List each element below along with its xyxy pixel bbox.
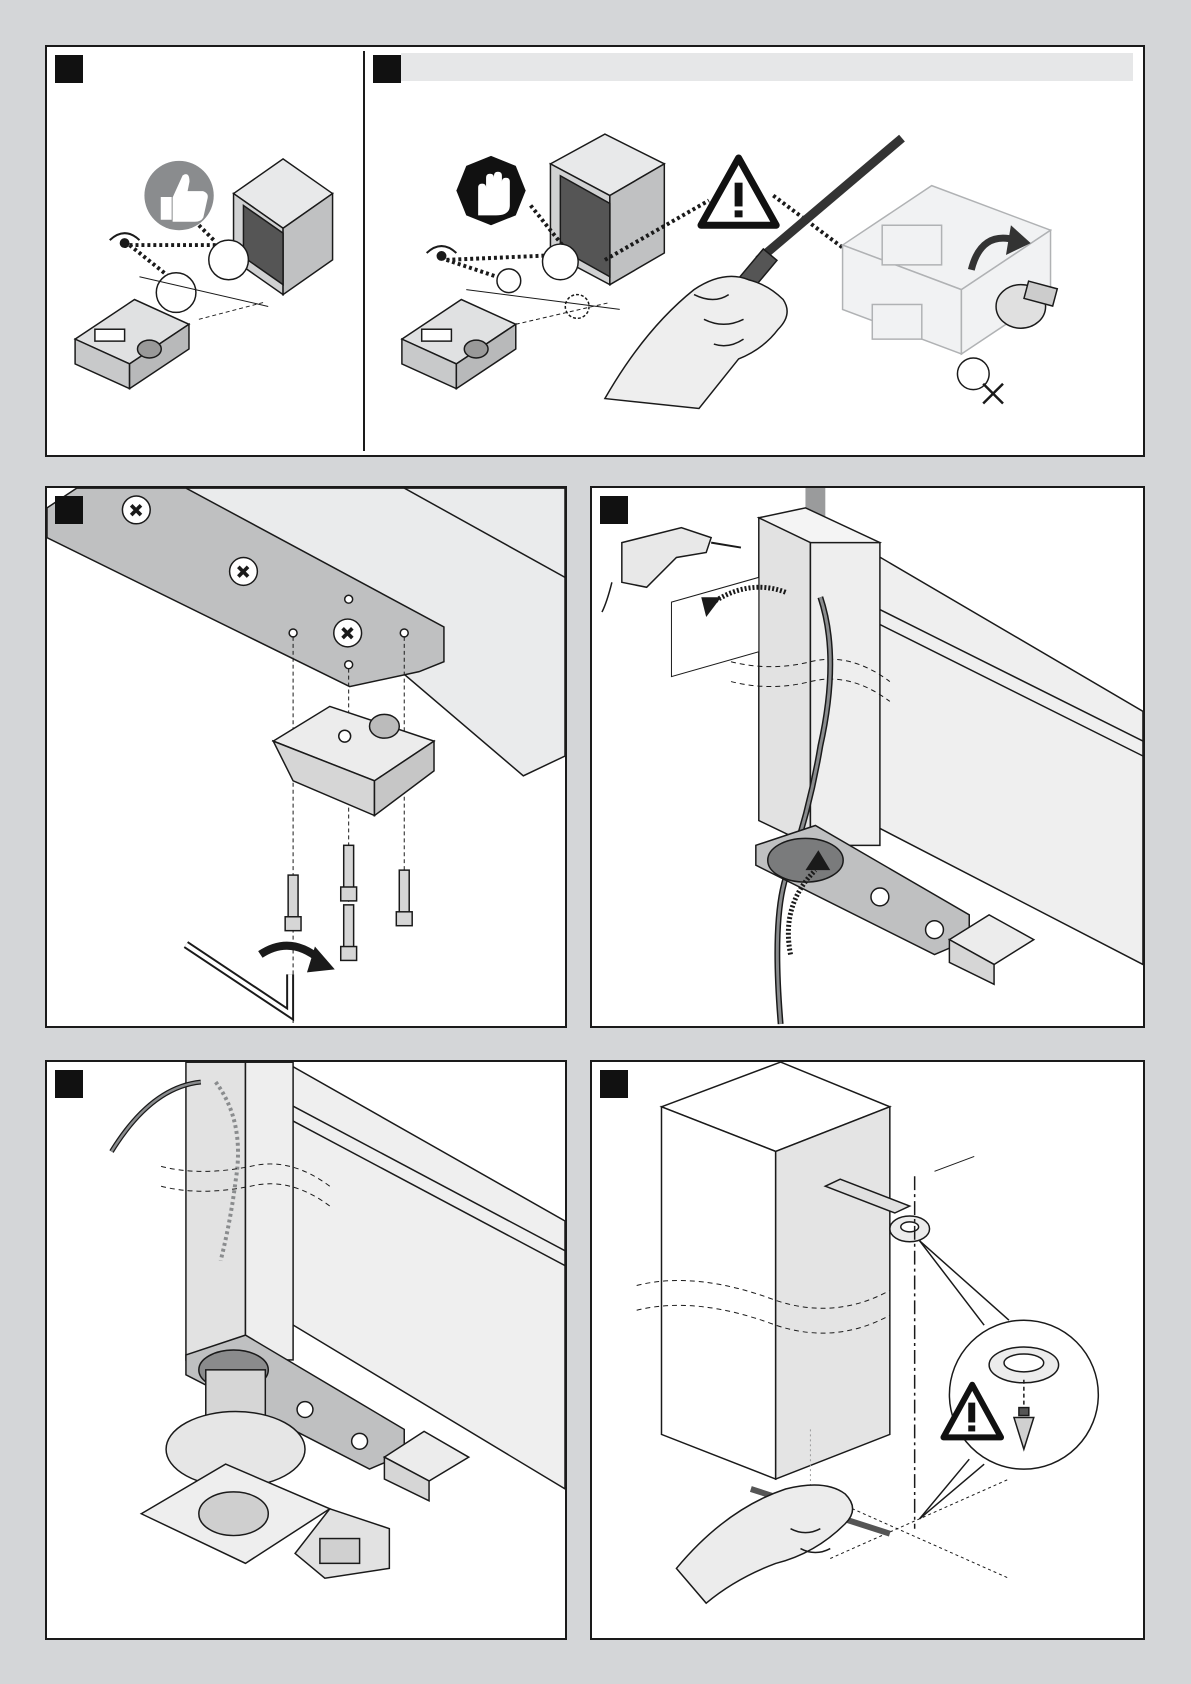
gearmotor-unit (402, 300, 516, 389)
svg-text:✕: ✕ (129, 503, 142, 520)
bolt (285, 845, 412, 960)
svg-text:✕: ✕ (237, 564, 250, 581)
step-marker-4 (55, 1070, 83, 1098)
bottom-left-step-panel (45, 1060, 567, 1640)
thumbs-up-icon (144, 161, 213, 230)
allen-key (186, 945, 290, 1014)
gearmotor-unit (75, 300, 189, 389)
panel-divider (363, 51, 365, 451)
top-illustration (47, 47, 1143, 455)
step-marker-2 (55, 496, 83, 524)
gate-post (759, 508, 880, 845)
step-marker-3 (600, 496, 628, 524)
middle-right-step-panel (590, 486, 1145, 1028)
eye-icon (427, 246, 457, 260)
eye-icon (110, 233, 140, 247)
top-step-panel (45, 45, 1145, 457)
box-profile (234, 159, 333, 295)
step-marker-1b (373, 55, 401, 83)
step-title-bar (401, 53, 1133, 81)
gate-post (186, 1062, 293, 1360)
svg-text:✕: ✕ (341, 626, 354, 643)
step-marker-1a (55, 55, 83, 83)
bracket (273, 706, 434, 815)
gate-post (661, 1062, 889, 1479)
detail-circle (920, 1241, 1099, 1519)
cross-icon (983, 384, 1003, 404)
pencil-hand (676, 1485, 889, 1603)
plumb-marking-illustration (592, 1062, 1143, 1638)
base-install-illustration (47, 1062, 565, 1638)
warning-icon (701, 158, 776, 225)
step-marker-5 (600, 1070, 628, 1098)
cable-routing-illustration (592, 488, 1143, 1026)
stop-hand-icon (456, 156, 525, 225)
rotate-arrow-icon (260, 946, 334, 973)
bottom-right-step-panel (590, 1060, 1145, 1640)
mounting-illustration: ✕ ✕ ✕ (47, 488, 565, 1026)
middle-left-step-panel: ✕ ✕ ✕ (45, 486, 567, 1028)
